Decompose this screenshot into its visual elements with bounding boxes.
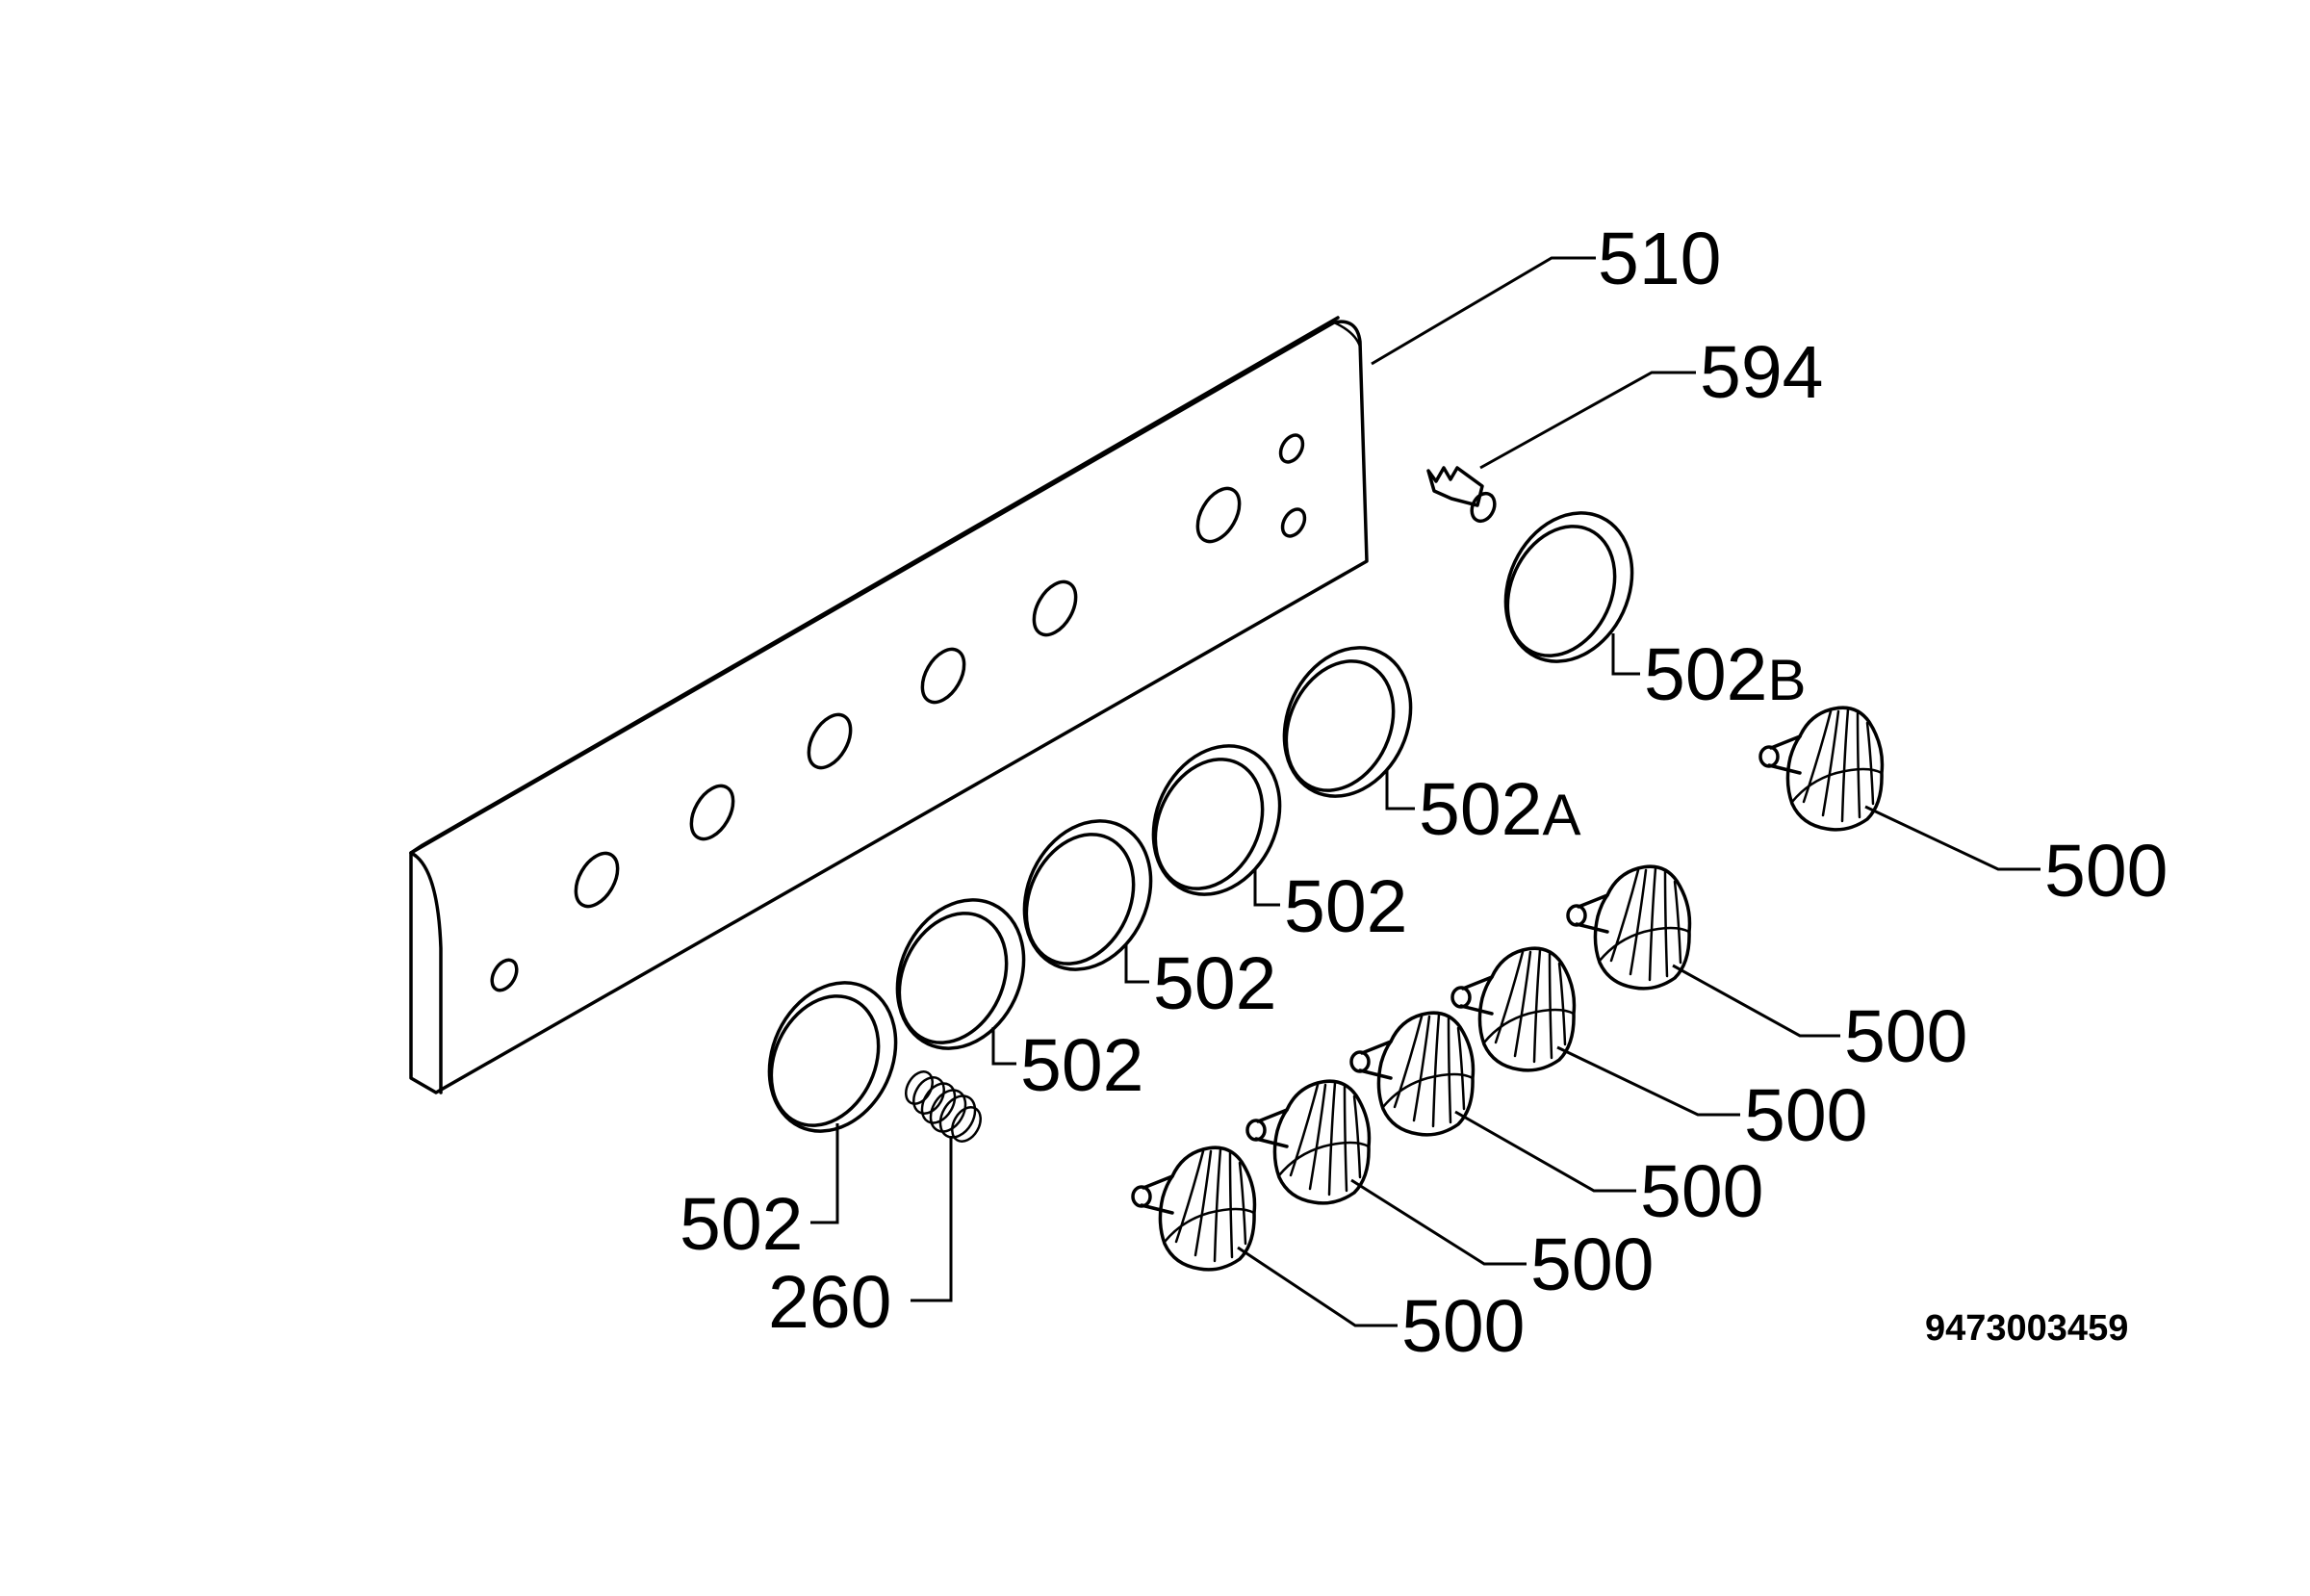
callout-502B-suffix: B <box>1767 648 1806 712</box>
indicator-lamp <box>1426 466 1497 524</box>
callout-500-3: 500 <box>1744 1074 1867 1157</box>
callout-500-2: 500 <box>1844 995 1967 1078</box>
callout-502-2: 502 <box>1153 942 1276 1025</box>
knob-5 <box>1245 1079 1372 1205</box>
callout-502-4: 502 <box>680 1183 803 1266</box>
callout-502B-number: 502 <box>1644 633 1767 716</box>
bezel-ring-502A <box>1282 646 1413 798</box>
spring <box>905 1070 982 1143</box>
drawing-number: 9473003459 <box>1925 1308 2128 1349</box>
knob-6 <box>1131 1146 1257 1272</box>
callout-502A-number: 502 <box>1419 768 1542 851</box>
callout-510: 510 <box>1598 218 1721 300</box>
bezel-ring-502-2 <box>1022 819 1153 971</box>
callout-594: 594 <box>1700 331 1823 414</box>
control-panel <box>409 316 1369 1094</box>
knob-2 <box>1566 864 1692 991</box>
callout-260: 260 <box>768 1261 891 1344</box>
callout-502B: 502B <box>1644 633 1807 716</box>
callout-500-6: 500 <box>1401 1285 1525 1368</box>
bezel-ring-502-1 <box>1151 744 1282 896</box>
callout-502-3: 502 <box>1020 1024 1143 1107</box>
callout-500-1: 500 <box>2044 830 2168 913</box>
callout-502A: 502A <box>1419 768 1581 851</box>
callout-500-5: 500 <box>1530 1223 1654 1306</box>
callout-502-1: 502 <box>1284 865 1407 948</box>
callout-500-4: 500 <box>1640 1150 1763 1233</box>
callout-502A-suffix: A <box>1542 783 1580 847</box>
bezel-ring-502-4 <box>767 981 898 1133</box>
bezel-ring-502B <box>1503 511 1634 663</box>
knob-4 <box>1349 1011 1476 1137</box>
bezel-ring-502-3 <box>895 898 1026 1050</box>
leader-lines <box>810 256 2040 1327</box>
knob-1 <box>1758 706 1885 832</box>
